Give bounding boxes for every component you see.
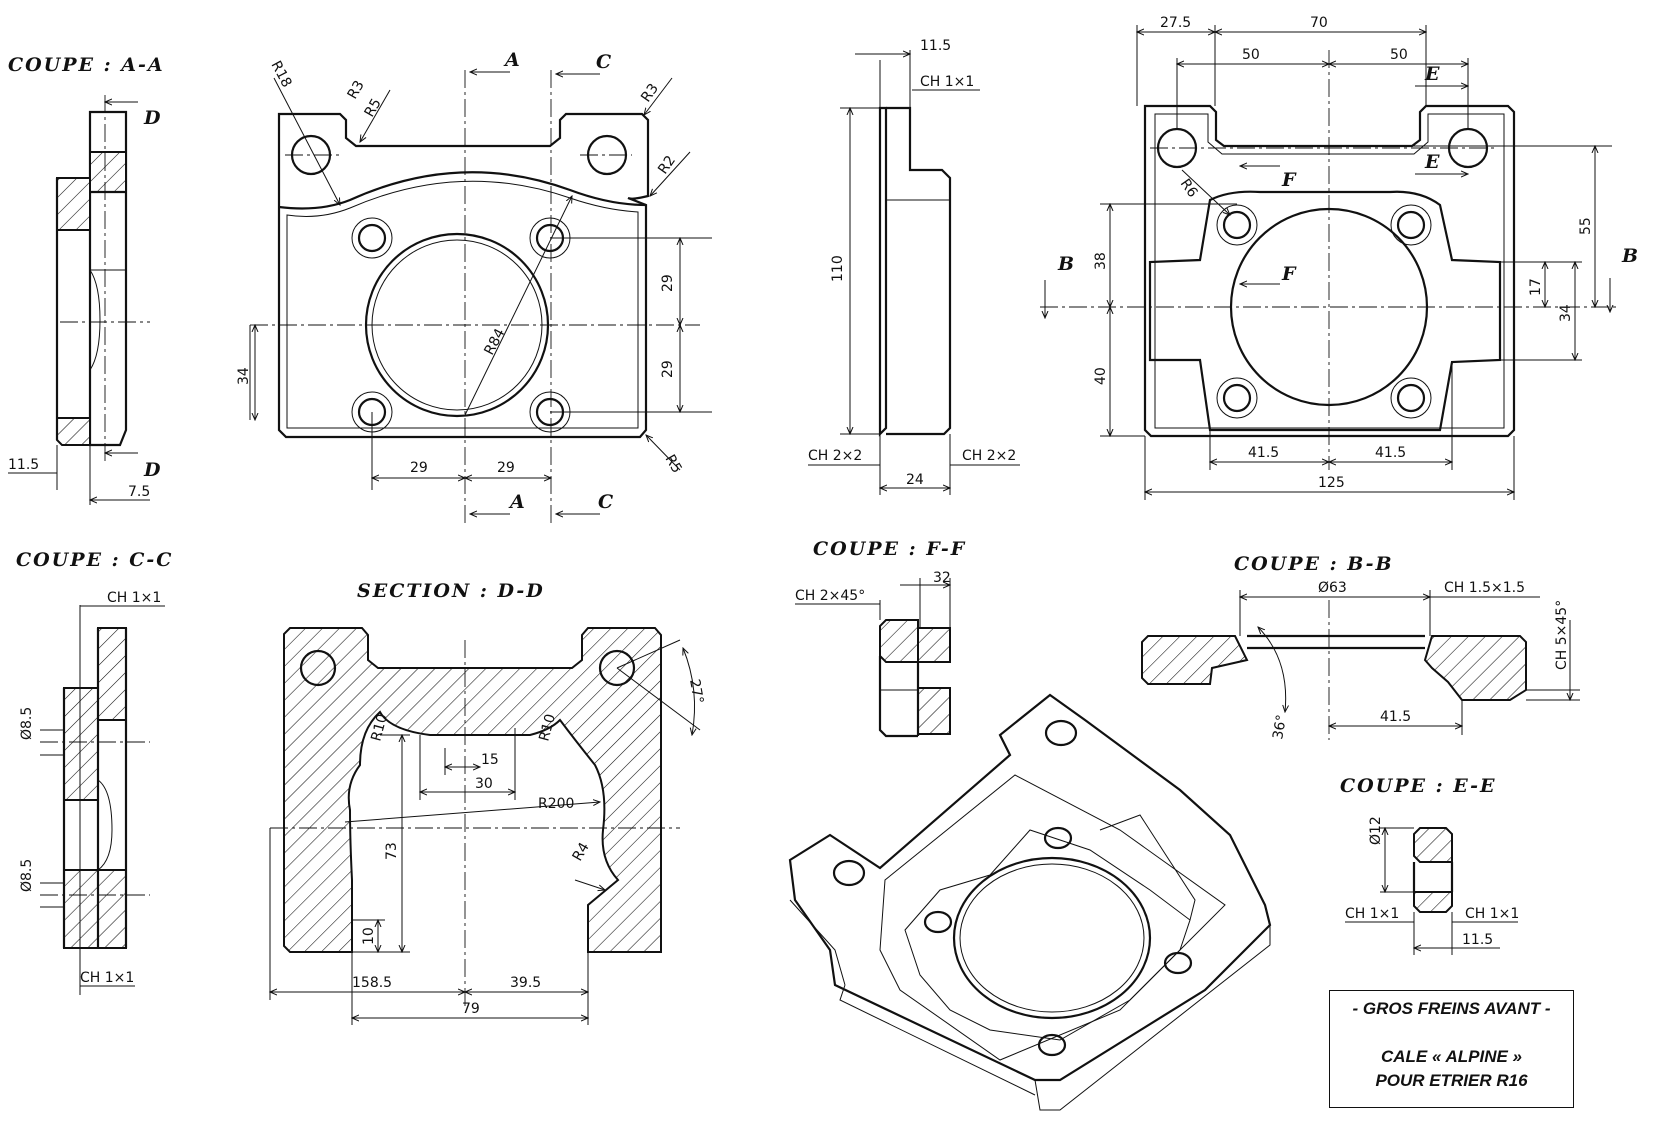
cut-letter-a-top: A	[503, 49, 520, 71]
dim-dd-10: 10	[361, 927, 377, 945]
dim-ee-ch1-left: CH 1×1	[1345, 906, 1399, 922]
dim-side-ch1: CH 1×1	[920, 74, 974, 90]
dim-front-r84: R84	[481, 326, 508, 358]
front-bolt-holes	[290, 134, 628, 433]
title-block: - GROS FREINS AVANT - CALE « ALPINE » PO…	[1329, 990, 1574, 1108]
dim-side-24: 24	[906, 472, 924, 488]
dim-dd-r10-right: R10	[536, 712, 559, 743]
title-coupe-ff: COUPE : F-F	[813, 538, 966, 560]
dim-front-29-upper: 29	[660, 274, 676, 292]
dim-side-ch2-right: CH 2×2	[962, 448, 1016, 464]
dim-rear-70: 70	[1310, 15, 1328, 31]
cut-letter-e-top: E	[1424, 63, 1440, 85]
dim-front-r3-right: R3	[638, 81, 662, 105]
dim-front-29-lower: 29	[660, 360, 676, 378]
dim-rear-40: 40	[1093, 367, 1109, 385]
dim-dd-73: 73	[384, 842, 400, 860]
cut-letter-c-top: C	[596, 51, 611, 73]
title-block-line-1: - GROS FREINS AVANT -	[1352, 999, 1551, 1018]
dim-dd-r4: R4	[570, 840, 593, 864]
dim-dd-79: 79	[462, 1001, 480, 1017]
cut-letter-b-right: B	[1621, 245, 1638, 267]
title-coupe-ee: COUPE : E-E	[1340, 775, 1496, 797]
dim-cc-d8-5-lower: Ø8.5	[19, 859, 35, 892]
dim-dd-15: 15	[481, 752, 499, 768]
dim-front-r2: R2	[655, 153, 679, 177]
section-view-bb: COUPE : B-B Ø63 CH 1.5×1.5 CH 5×45° 36° …	[1141, 553, 1580, 741]
dim-front-29-left: 29	[410, 460, 428, 476]
dim-front-r5-top: R5	[362, 96, 385, 120]
dim-bb-d63: Ø63	[1318, 580, 1347, 596]
dim-dd-27: 27°	[686, 678, 706, 705]
dim-aa-7-5: 7.5	[128, 484, 150, 500]
dim-ff-32: 32	[933, 570, 951, 586]
dim-rear-50-left: 50	[1242, 47, 1260, 63]
dim-rear-34: 34	[1558, 304, 1574, 322]
dim-rear-27-5: 27.5	[1160, 15, 1191, 31]
dim-side-11-5: 11.5	[920, 38, 951, 54]
dim-front-r3-left: R3	[345, 78, 368, 102]
dim-aa-11-5: 11.5	[8, 457, 39, 473]
cut-letter-f-top: F	[1281, 169, 1297, 191]
dim-ee-ch1-right: CH 1×1	[1465, 906, 1519, 922]
side-view: 11.5 CH 1×1 110 24 CH 2×2 CH 2×2	[808, 38, 1020, 495]
dim-rear-41-5-left: 41.5	[1248, 445, 1279, 461]
dim-rear-125: 125	[1318, 475, 1345, 491]
title-block-line-3: POUR ETRIER R16	[1375, 1071, 1528, 1090]
dim-side-110: 110	[830, 255, 846, 282]
dim-bb-ch15: CH 1.5×1.5	[1444, 580, 1525, 596]
cut-letter-e-bottom: E	[1424, 151, 1440, 173]
dim-front-r5-bottom: R5	[662, 452, 685, 476]
title-coupe-bb: COUPE : B-B	[1234, 553, 1394, 575]
dim-cc-d8-5-upper: Ø8.5	[19, 707, 35, 740]
section-view-aa: COUPE : A-A D D 11.5 7.5	[8, 54, 165, 505]
section-view-ff: COUPE : F-F 32 CH 2×45°	[795, 538, 966, 738]
dim-dd-r200: R200	[538, 796, 574, 812]
dim-rear-17: 17	[1528, 278, 1544, 296]
dim-ee-d12: Ø12	[1368, 816, 1384, 845]
dim-rear-50-right: 50	[1390, 47, 1408, 63]
dim-front-r18: R18	[267, 58, 294, 90]
dim-dd-30: 30	[475, 776, 493, 792]
section-view-ee: COUPE : E-E Ø12 CH 1×1 CH 1×1 11.5	[1340, 775, 1519, 955]
dim-ff-ch2-45: CH 2×45°	[795, 588, 865, 604]
cut-letter-d-bottom: D	[143, 459, 161, 481]
title-coupe-aa: COUPE : A-A	[8, 54, 165, 76]
dim-bb-36: 36°	[1270, 713, 1290, 740]
dim-rear-38: 38	[1093, 252, 1109, 270]
cut-letter-f-bottom: F	[1281, 263, 1297, 285]
dim-bb-ch5-45: CH 5×45°	[1554, 600, 1570, 670]
dim-rear-41-5-right: 41.5	[1375, 445, 1406, 461]
cut-letter-b-left: B	[1057, 253, 1074, 275]
title-section-dd: SECTION : D-D	[357, 580, 545, 602]
dim-dd-39-5: 39.5	[510, 975, 541, 991]
dim-ee-11-5: 11.5	[1462, 932, 1493, 948]
dim-cc-ch1-top: CH 1×1	[107, 590, 161, 606]
cut-letter-a-bottom: A	[508, 491, 525, 513]
title-coupe-cc: COUPE : C-C	[16, 549, 173, 571]
dim-rear-55: 55	[1578, 217, 1594, 235]
dim-dd-158-5: 158.5	[352, 975, 392, 991]
cut-letter-d-top: D	[143, 107, 161, 129]
front-view: A C A C R18 R3 R5 R3 R2 R5 R84 29 29 34 …	[236, 49, 712, 525]
dim-front-29-right: 29	[497, 460, 515, 476]
dim-side-ch2-left: CH 2×2	[808, 448, 862, 464]
section-view-dd: SECTION : D-D 27° R10 R10 15 30 R200 73 …	[270, 580, 706, 1025]
rear-view: 27.5 70 50 50 E E F F B B R6 55 38 40 1	[1040, 15, 1638, 500]
dim-rear-r6: R6	[1177, 176, 1201, 201]
cut-letter-c-bottom: C	[598, 491, 613, 513]
dim-front-34: 34	[236, 367, 252, 385]
dim-bb-41-5: 41.5	[1380, 709, 1411, 725]
section-view-cc: COUPE : C-C CH 1×1 CH 1×1 Ø8.5 Ø8.5	[16, 549, 173, 995]
title-block-line-2: CALE « ALPINE »	[1380, 1047, 1523, 1066]
dim-cc-ch1-bottom: CH 1×1	[80, 970, 134, 986]
isometric-view	[788, 693, 1272, 1111]
